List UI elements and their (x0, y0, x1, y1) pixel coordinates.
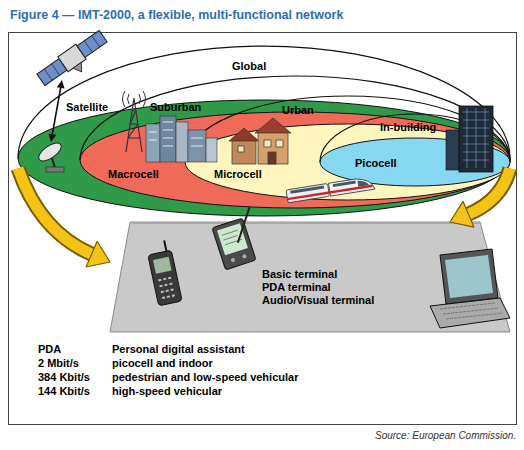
key-text: picocell and indoor (112, 357, 213, 369)
node-label: Basic terminal (262, 268, 337, 280)
satellite-part (73, 63, 86, 75)
platform-surface (110, 222, 510, 332)
node-label: Satellite (66, 101, 108, 113)
uplink-arrow-part (57, 80, 65, 89)
key-text: PDA (38, 343, 61, 355)
satellite-part (37, 59, 67, 86)
cell-area (185, 124, 510, 200)
suburban-macrocell-dome: SuburbanMacrocell UrbanMicrocell In-buildi… (80, 76, 510, 208)
global-coverage-dome: GlobalSatellite SuburbanMacrocell UrbanMic… (18, 46, 510, 216)
satellite-part (58, 44, 86, 71)
node-label: Global (232, 60, 266, 72)
key-text: 2 Mbit/s (38, 357, 79, 369)
node-label: Audio/Visual terminal (262, 294, 374, 306)
key-text: 144 Kbit/s (38, 385, 90, 397)
cell-area (18, 100, 510, 216)
urban-microcell-dome: UrbanMicrocell In-buildingPicocell (185, 96, 510, 200)
terminal-platform: Basic terminalPDA terminalAudio/Visual t… (110, 222, 510, 332)
satellite-part (52, 64, 60, 75)
figure-title: Figure 4 — IMT-2000, a flexible, multi-f… (10, 9, 343, 23)
arrow-head (86, 241, 110, 267)
satellite-part (44, 69, 52, 80)
node-label: PDA terminal (262, 281, 331, 293)
source-caption: Source: European Commission. (375, 430, 516, 441)
satellite-part (84, 41, 92, 52)
node-label: Suburban (150, 101, 201, 113)
node-label: Macrocell (108, 168, 159, 180)
node-label: Microcell (214, 168, 262, 180)
key-text: pedestrian and low-speed vehicular (112, 371, 298, 383)
satellite-part (77, 30, 107, 57)
key-text: high-speed vehicular (112, 385, 222, 397)
cell-area (320, 138, 510, 186)
node-label: Picocell (355, 157, 397, 169)
node-label: In-building (380, 121, 436, 133)
satellite-part (92, 36, 100, 47)
key-text: Personal digital assistant (112, 343, 245, 355)
key-text: 384 Kbit/s (38, 371, 90, 383)
cell-area (80, 112, 510, 208)
in-building-picocell-dome: In-buildingPicocell (320, 114, 510, 186)
node-label: Urban (282, 104, 314, 116)
dome-outline (320, 114, 510, 162)
